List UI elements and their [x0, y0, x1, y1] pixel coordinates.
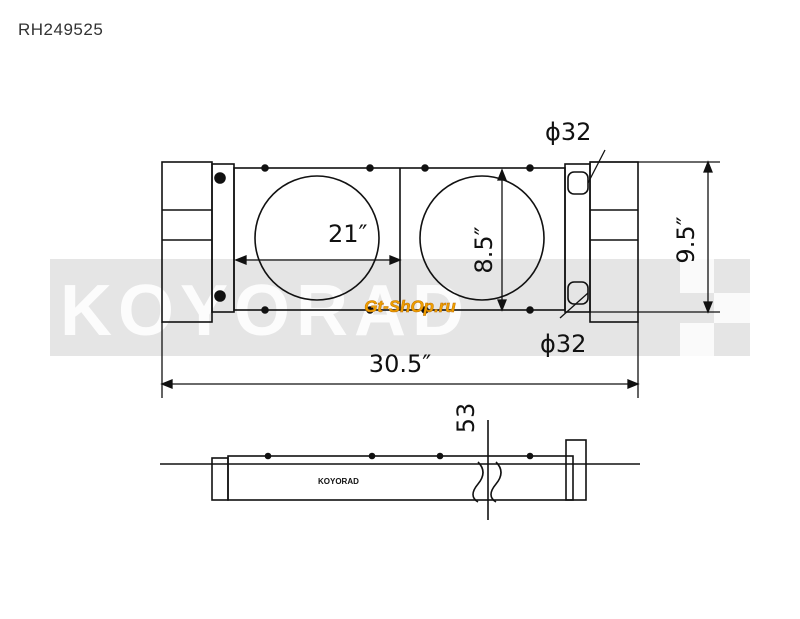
fan-diameter-label: 21″	[328, 220, 368, 248]
side-view	[160, 420, 640, 520]
shop-logo: Gt-ShOp.ru	[364, 297, 456, 316]
inlet-nozzle	[567, 171, 589, 195]
bolt	[214, 172, 226, 184]
thickness-label: 53	[452, 403, 480, 434]
side-nozzle	[565, 439, 587, 501]
overall-height-label: 9.5″	[672, 216, 700, 263]
side-core	[227, 455, 574, 501]
fan-left	[254, 175, 380, 301]
fan-right	[419, 175, 545, 301]
front-view	[161, 161, 639, 323]
side-view-label: KOYORAD	[318, 477, 359, 486]
inlet-diameter-label: ϕ32	[545, 118, 591, 146]
bolt	[214, 290, 226, 302]
core-height-label: 8.5″	[470, 226, 498, 273]
overall-width-label: 30.5″	[369, 350, 431, 378]
outlet-diameter-label: ϕ32	[540, 330, 586, 358]
part-code: RH249525	[18, 20, 104, 39]
